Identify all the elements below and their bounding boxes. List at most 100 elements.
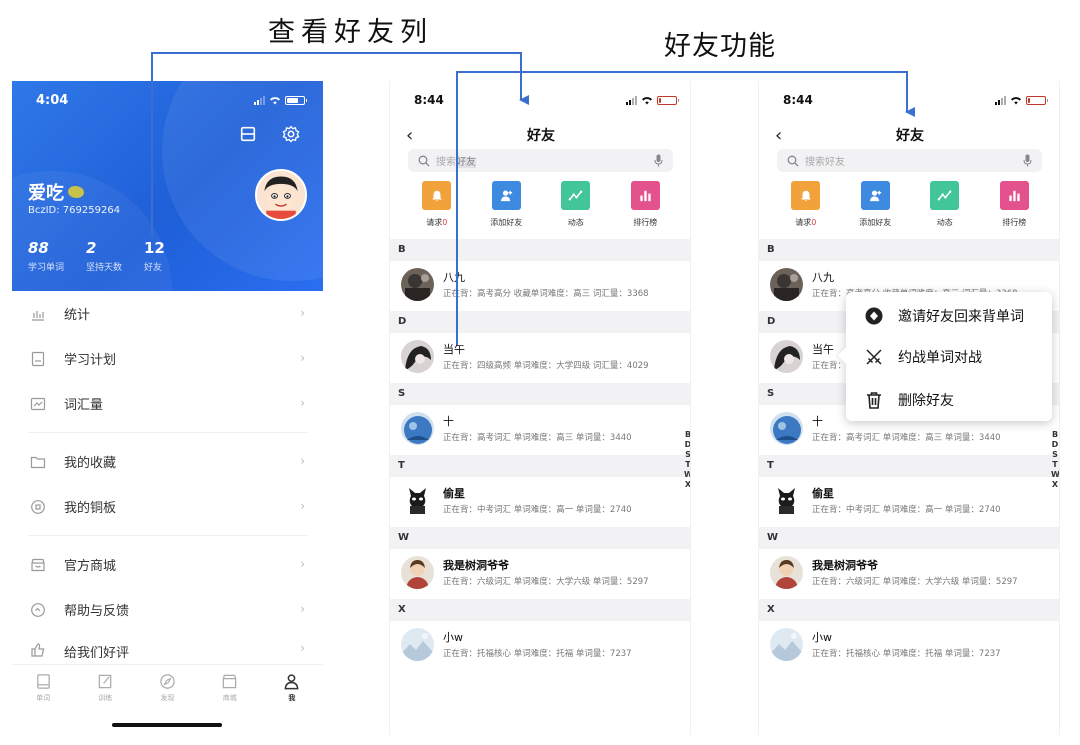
- stat-value: 2: [86, 239, 97, 257]
- microphone-icon[interactable]: [654, 154, 663, 167]
- tab-me[interactable]: 我: [261, 665, 323, 714]
- feedback-icon: [31, 602, 45, 617]
- friend-info: 正在背：四级高频 单词难度：大学四级 词汇量：4029: [443, 361, 649, 371]
- search-placeholder-highlight: 好友: [456, 157, 476, 168]
- menu-item-label: 删除好友: [898, 393, 954, 409]
- friend-context-menu: 邀请好友回来背单词 约战单词对战 删除好友: [846, 292, 1052, 421]
- stat-label: 学习单词: [28, 263, 65, 273]
- avatar: [770, 268, 803, 301]
- add-friend-icon: [860, 181, 890, 210]
- section-header: T: [390, 455, 690, 477]
- list-item[interactable]: 八九 正在背：高考高分 收藏单词难度：高三 词汇量：3368: [390, 261, 690, 311]
- tab-words[interactable]: 单词: [12, 665, 74, 714]
- compass-icon: [160, 674, 175, 689]
- menu-item-delete-friend[interactable]: 删除好友: [846, 380, 1052, 420]
- home-indicator: [112, 723, 222, 727]
- page-title: 好友: [896, 128, 924, 144]
- menu-divider: [28, 432, 307, 433]
- menu-item-word-battle[interactable]: 约战单词对战: [846, 337, 1052, 377]
- stat-words-learned[interactable]: 88 学习单词: [28, 239, 64, 273]
- action-add-friend[interactable]: 添加好友: [476, 181, 536, 228]
- action-moments[interactable]: 动态: [915, 181, 975, 228]
- action-label: 添加好友: [859, 218, 892, 227]
- search-input[interactable]: 搜索好友: [408, 149, 673, 172]
- action-leaderboard[interactable]: 排行榜: [615, 181, 675, 228]
- index-letter[interactable]: D: [1051, 440, 1059, 449]
- action-requests[interactable]: 请求0: [407, 181, 467, 228]
- settings-gear-icon[interactable]: [280, 123, 302, 145]
- list-item[interactable]: 偷星 正在背：中考词汇 单词难度：高一 单词量：2740: [390, 477, 690, 527]
- index-letter[interactable]: D: [684, 440, 691, 449]
- menu-item-label: 邀请好友回来背单词: [898, 309, 1024, 325]
- tab-discover[interactable]: 发现: [136, 665, 198, 714]
- menu-item-favorites[interactable]: 我的收藏 ›: [12, 439, 323, 484]
- friend-actions: 请求0 添加好友 动态 排行榜: [390, 181, 690, 228]
- list-item[interactable]: 十 正在背：高考词汇 单词难度：高三 单词量：3440: [390, 405, 690, 455]
- list-item[interactable]: 我是树洞爷爷 正在背：六级词汇 单词难度：大学六级 单词量：5297: [390, 549, 690, 599]
- avatar: [401, 340, 434, 373]
- action-label: 请求0: [426, 217, 447, 228]
- avatar: [401, 484, 434, 517]
- friend-info: 正在背：六级词汇 单词难度：大学六级 单词量：5297: [443, 577, 649, 587]
- scan-icon[interactable]: [237, 123, 259, 145]
- menu-item-invite-friend[interactable]: 邀请好友回来背单词: [846, 296, 1052, 336]
- menu-item-help-feedback[interactable]: 帮助与反馈 ›: [12, 587, 323, 632]
- menu-item-label: 词汇量: [64, 398, 104, 413]
- folder-icon: [30, 456, 46, 468]
- list-item[interactable]: 偷星 正在背：中考词汇 单词难度：高一 单词量：2740: [759, 477, 1059, 527]
- microphone-icon[interactable]: [1023, 154, 1032, 167]
- search-placeholder: 搜索好友: [805, 157, 845, 168]
- action-label-text: 请求: [795, 218, 812, 227]
- action-leaderboard[interactable]: 排行榜: [984, 181, 1044, 228]
- menu-item-study-plan[interactable]: 学习计划 ›: [12, 336, 323, 381]
- index-letter[interactable]: S: [1052, 450, 1058, 459]
- index-letter[interactable]: X: [1051, 480, 1059, 489]
- menu-item-label: 约战单词对战: [898, 350, 982, 366]
- friend-info: 正在背：高考词汇 单词难度：高三 单词量：3440: [812, 433, 1001, 443]
- index-letter[interactable]: X: [684, 480, 691, 489]
- menu-item-statistics[interactable]: 统计 ›: [12, 291, 323, 336]
- request-count-badge: 0: [442, 218, 448, 227]
- status-bar-icons: [995, 96, 1048, 105]
- index-letter[interactable]: B: [684, 430, 691, 439]
- stat-friends[interactable]: 12 好友: [144, 239, 165, 273]
- stat-streak-days[interactable]: 2 坚持天数: [86, 239, 122, 273]
- menu-item-rate-us[interactable]: 给我们好评 ›: [12, 632, 323, 660]
- chevron-right-icon: ›: [300, 351, 305, 365]
- alphabet-index[interactable]: B D S T W X: [684, 430, 691, 490]
- menu-item-vocabulary[interactable]: 词汇量 ›: [12, 381, 323, 426]
- avatar[interactable]: [255, 169, 307, 221]
- action-requests[interactable]: 请求0: [776, 181, 836, 228]
- alphabet-index[interactable]: B D S T W X: [1051, 430, 1059, 490]
- list-item[interactable]: 我是树洞爷爷 正在背：六级词汇 单词难度：大学六级 单词量：5297: [759, 549, 1059, 599]
- section-header: W: [390, 527, 690, 549]
- friend-name: 十: [443, 415, 454, 428]
- list-item[interactable]: 小w 正在背：托福核心 单词难度：托福 单词量：7237: [390, 621, 690, 671]
- action-label: 排行榜: [633, 218, 658, 227]
- action-moments[interactable]: 动态: [546, 181, 606, 228]
- search-placeholder-text: 搜索: [436, 157, 456, 168]
- list-item[interactable]: 小w 正在背：托福核心 单词难度：托福 单词量：7237: [759, 621, 1059, 671]
- action-add-friend[interactable]: 添加好友: [845, 181, 905, 228]
- status-time: 4:04: [36, 93, 69, 108]
- tab-training[interactable]: 训练: [74, 665, 136, 714]
- thumbs-up-icon: [31, 643, 45, 657]
- user-icon: [284, 674, 299, 690]
- index-letter[interactable]: S: [685, 450, 691, 459]
- chevron-right-icon: ›: [300, 602, 305, 616]
- list-item[interactable]: 当午 正在背：四级高频 单词难度：大学四级 词汇量：4029: [390, 333, 690, 383]
- shop-icon: [222, 674, 237, 689]
- search-input[interactable]: 搜索好友: [777, 149, 1042, 172]
- index-letter[interactable]: W: [684, 470, 690, 480]
- request-count-badge: 0: [811, 218, 817, 227]
- tab-shop[interactable]: 商城: [199, 665, 261, 714]
- index-letter[interactable]: W: [1051, 470, 1060, 479]
- chevron-right-icon: ›: [300, 641, 305, 655]
- index-letter[interactable]: T: [1052, 460, 1058, 469]
- index-letter[interactable]: B: [1051, 430, 1059, 439]
- menu-item-official-store[interactable]: 官方商城 ›: [12, 542, 323, 587]
- stat-value: 88: [28, 239, 49, 257]
- menu-item-label: 我的收藏: [64, 456, 117, 471]
- menu-item-coins[interactable]: 我的铜板 ›: [12, 484, 323, 529]
- index-letter[interactable]: T: [685, 460, 691, 469]
